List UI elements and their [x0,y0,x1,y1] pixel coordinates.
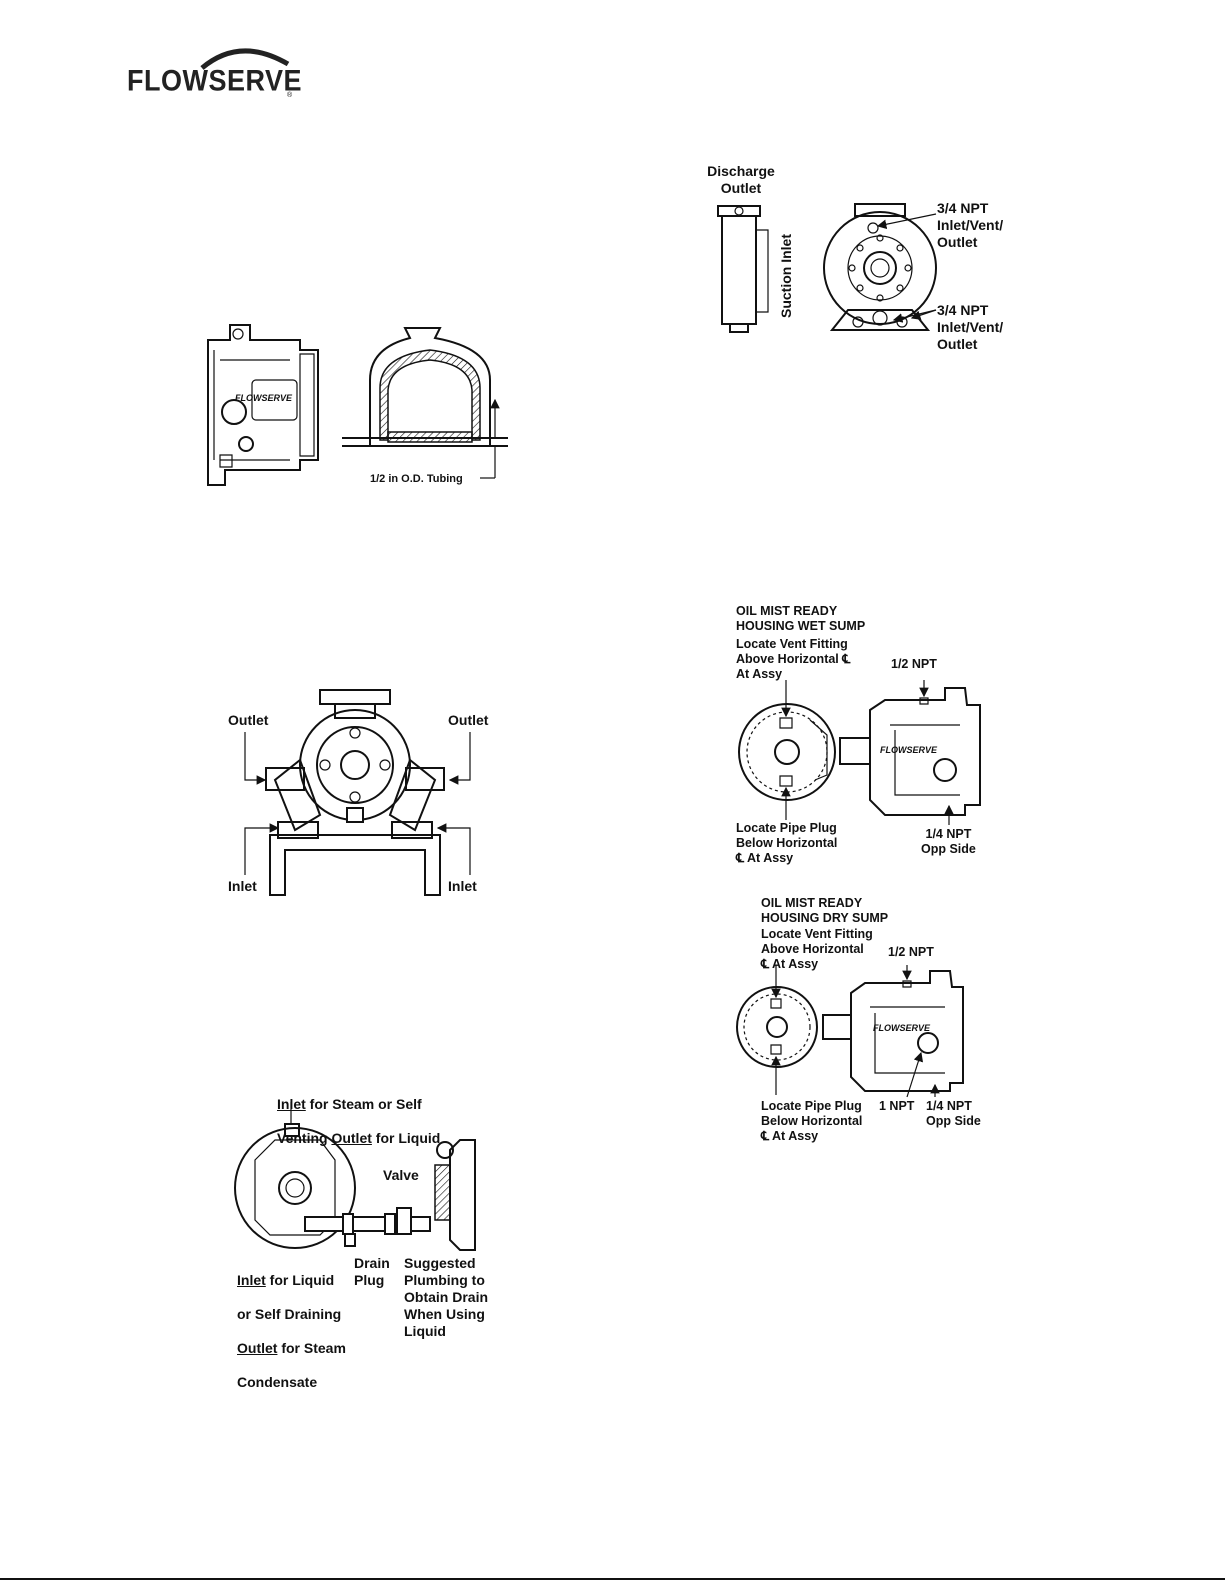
dry-sump-drawing [735,965,985,1105]
suction-inlet-label: Suction Inlet [778,234,794,318]
wet-sump-drawing [735,680,995,830]
logo-swoosh-icon [200,42,290,72]
casing-leader-lines [876,210,950,323]
valve-label: Valve [383,1167,419,1183]
pedestal-outlet-right-label: Outlet [448,712,489,728]
wet-nameplate: FLOWSERVE [880,745,938,755]
wet-sump-title: OIL MIST READY HOUSING WET SUMP [736,604,866,633]
pedestal-leader-lines [220,720,500,890]
dry-plug-label: Locate Pipe Plug Below Horizontal ℄ At A… [761,1099,863,1143]
housing-side-view-drawing [200,320,330,490]
bottom-rule [0,1578,1225,1580]
suggested-plumbing-label: Suggested Plumbing to Obtain Drain When … [404,1255,489,1339]
wet-half-npt-label: 1/2 NPT [891,657,937,671]
casing-side-view-drawing [710,200,770,340]
logo-registered-mark: ® [287,92,293,99]
casing-front-view-drawing [820,200,945,340]
jacket-inlet-label: Inlet for Liquid or Self Draining Outlet… [237,1272,346,1390]
drain-plug-label: Drain Plug [354,1255,390,1288]
pedestal-inlet-right-label: Inlet [448,878,477,894]
wet-vent-label: Locate Vent Fitting Above Horizontal ℄ A… [736,637,851,681]
wet-quarter-npt-label: 1/4 NPT Opp Side [921,827,976,856]
dry-half-npt-label: 1/2 NPT [888,945,934,959]
dry-nameplate: FLOWSERVE [873,1023,931,1033]
npt-top-label: 3/4 NPT Inlet/Vent/ Outlet [937,200,1004,250]
pedestal-inlet-left-label: Inlet [228,878,257,894]
tubing-label: 1/2 in O.D. Tubing [370,473,463,485]
wet-plug-label: Locate Pipe Plug Below Horizontal ℄ At A… [736,821,838,865]
jacket-plumbing-drawing [235,1110,525,1260]
housing-nameplate: FLOWSERVE [235,393,293,403]
logo-wordmark: FLOWSERVE [127,64,303,97]
pedestal-outlet-left-label: Outlet [228,712,269,728]
dry-one-npt-label: 1 NPT [879,1099,915,1113]
dry-vent-label: Locate Vent Fitting Above Horizontal ℄ A… [761,927,873,971]
npt-bottom-label: 3/4 NPT Inlet/Vent/ Outlet [937,302,1004,352]
housing-cross-section-drawing [340,320,540,490]
dry-sump-title: OIL MIST READY HOUSING DRY SUMP [761,896,889,925]
dry-quarter-npt-label: 1/4 NPT Opp Side [926,1099,981,1128]
discharge-outlet-label: Discharge Outlet [707,163,775,196]
